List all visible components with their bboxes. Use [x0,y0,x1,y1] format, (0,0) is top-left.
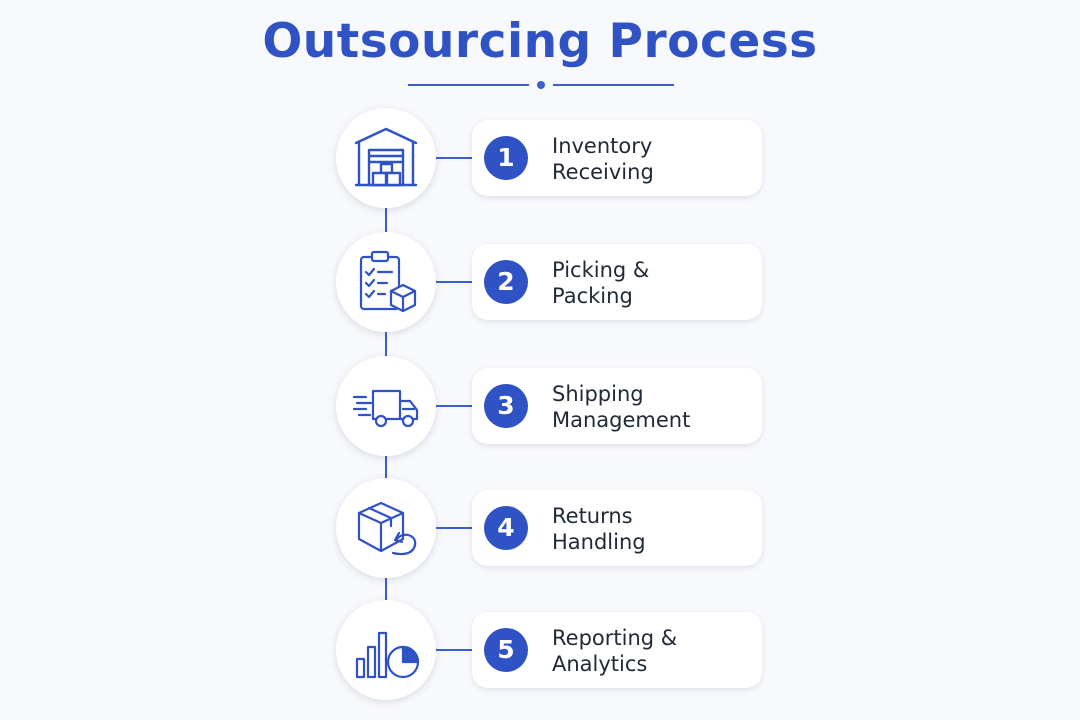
divider-line-right [553,84,674,86]
step-card: 3 Shipping Management [472,368,762,444]
spine-segment-1 [385,206,387,238]
warehouse-icon [354,127,418,187]
spine-segment-2 [385,330,387,360]
step-card: 1 Inventory Receiving [472,120,762,196]
step-label: Picking & Packing [552,257,752,309]
step-number-badge: 1 [484,136,528,180]
spine-segment-3 [385,452,387,482]
divider-dot [537,81,545,89]
process-step: 2 Picking & Packing [0,232,1080,332]
step-label-line2: Packing [552,284,633,308]
process-step: 4 Returns Handling [0,478,1080,578]
step-connector [436,649,472,651]
step-label-line2: Management [552,408,691,432]
step-icon-circle [336,356,436,456]
step-label: Inventory Receiving [552,133,752,185]
step-label-line2: Analytics [552,652,648,676]
box-return-icon [357,501,417,556]
analytics-chart-icon [355,631,420,679]
step-label: Shipping Management [552,381,752,433]
page-title: Outsourcing Process [262,14,818,69]
process-step: 5 Reporting & Analytics [0,600,1080,700]
step-icon-circle [336,600,436,700]
process-step: 3 Shipping Management [0,356,1080,456]
step-label-line2: Handling [552,530,646,554]
step-label: Returns Handling [552,503,752,555]
step-icon-circle [336,478,436,578]
delivery-truck-icon [352,389,419,428]
step-number-badge: 4 [484,506,528,550]
step-label-line2: Receiving [552,160,654,184]
step-card: 2 Picking & Packing [472,244,762,320]
step-number-badge: 5 [484,628,528,672]
spine-segment-4 [385,574,387,604]
clipboard-box-icon [359,250,417,313]
step-label-line1: Reporting & [552,626,678,650]
step-icon-circle [336,108,436,208]
step-card: 5 Reporting & Analytics [472,612,762,688]
step-number-badge: 2 [484,260,528,304]
step-label-line1: Picking & [552,258,650,282]
step-connector [436,157,472,159]
divider-line-left [408,84,529,86]
step-label: Reporting & Analytics [552,625,752,677]
step-label-line1: Inventory [552,134,653,158]
step-connector [436,527,472,529]
process-step: 1 Inventory Receiving [0,108,1080,208]
title-divider [408,78,674,92]
step-label-line1: Returns [552,504,633,528]
step-number-badge: 3 [484,384,528,428]
step-icon-circle [336,232,436,332]
step-connector [436,281,472,283]
step-card: 4 Returns Handling [472,490,762,566]
step-label-line1: Shipping [552,382,644,406]
step-connector [436,405,472,407]
